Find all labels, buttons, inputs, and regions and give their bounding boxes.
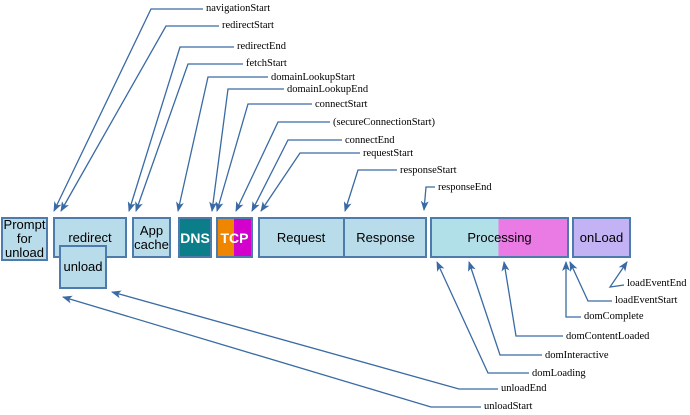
event-label-redirectEnd: redirectEnd <box>237 41 286 52</box>
unload-box: unload <box>59 245 107 289</box>
arrow-redirectEnd <box>127 46 234 212</box>
arrow-unloadEnd <box>111 290 498 390</box>
arrow-domComplete <box>562 261 581 318</box>
app-cache-box: App cache <box>132 217 171 258</box>
request-box: Request <box>276 229 326 245</box>
arrow-navigationStart <box>53 8 203 212</box>
event-label-domContentLoaded: domContentLoaded <box>566 331 650 342</box>
event-label-domInteractive: domInteractive <box>545 350 609 361</box>
event-label-fetchStart: fetchStart <box>246 58 287 69</box>
processing-box: Processing <box>430 217 569 258</box>
tcp-box: TCP <box>216 217 253 258</box>
response-box: Response <box>343 219 426 256</box>
request-response-box: Request Response <box>258 217 427 258</box>
arrow-loadEventEnd <box>608 261 628 288</box>
event-label-domLoading: domLoading <box>532 368 586 379</box>
dns-box: DNS <box>178 217 212 258</box>
event-label-domComplete: domComplete <box>584 311 644 322</box>
event-label-redirectStart: redirectStart <box>222 20 274 31</box>
event-label-responseStart: responseStart <box>400 165 457 176</box>
prompt-for-unload-box: Prompt for unload <box>1 217 48 261</box>
arrow-responseStart <box>343 169 397 212</box>
event-label-loadEventEnd: loadEventEnd <box>627 278 687 289</box>
arrow-connectEnd <box>251 139 342 212</box>
event-label-domainLookupStart: domainLookupStart <box>271 72 355 83</box>
event-label-connectEnd: connectEnd <box>345 135 395 146</box>
arrow-responseEnd <box>420 186 435 211</box>
event-label-domainLookupEnd: domainLookupEnd <box>287 84 369 95</box>
arrow-connectStart <box>215 103 312 212</box>
arrow-domainLookupEnd <box>209 88 284 212</box>
arrow-loadEventStart <box>569 261 612 302</box>
arrow-redirectStart <box>60 25 219 212</box>
arrow-secureConnectionStart <box>235 121 330 212</box>
onload-box: onLoad <box>572 217 631 258</box>
arrow-requestStart <box>260 152 360 212</box>
event-label-secureConnectionStart: (secureConnectionStart) <box>333 117 436 128</box>
event-label-navigationStart: navigationStart <box>206 3 271 14</box>
event-label-connectStart: connectStart <box>315 99 368 110</box>
arrow-unloadStart <box>62 295 481 408</box>
event-label-requestStart: requestStart <box>363 148 414 159</box>
arrow-domInteractive <box>468 261 542 356</box>
event-label-responseEnd: responseEnd <box>438 182 492 193</box>
event-label-unloadStart: unloadStart <box>484 401 533 412</box>
arrow-domContentLoaded <box>501 261 563 337</box>
event-label-unloadEnd: unloadEnd <box>501 383 547 394</box>
arrow-fetchStart <box>135 63 243 212</box>
arrow-domLoading <box>436 261 529 374</box>
event-label-loadEventStart: loadEventStart <box>615 295 678 306</box>
arrow-domainLookupStart <box>176 76 268 212</box>
